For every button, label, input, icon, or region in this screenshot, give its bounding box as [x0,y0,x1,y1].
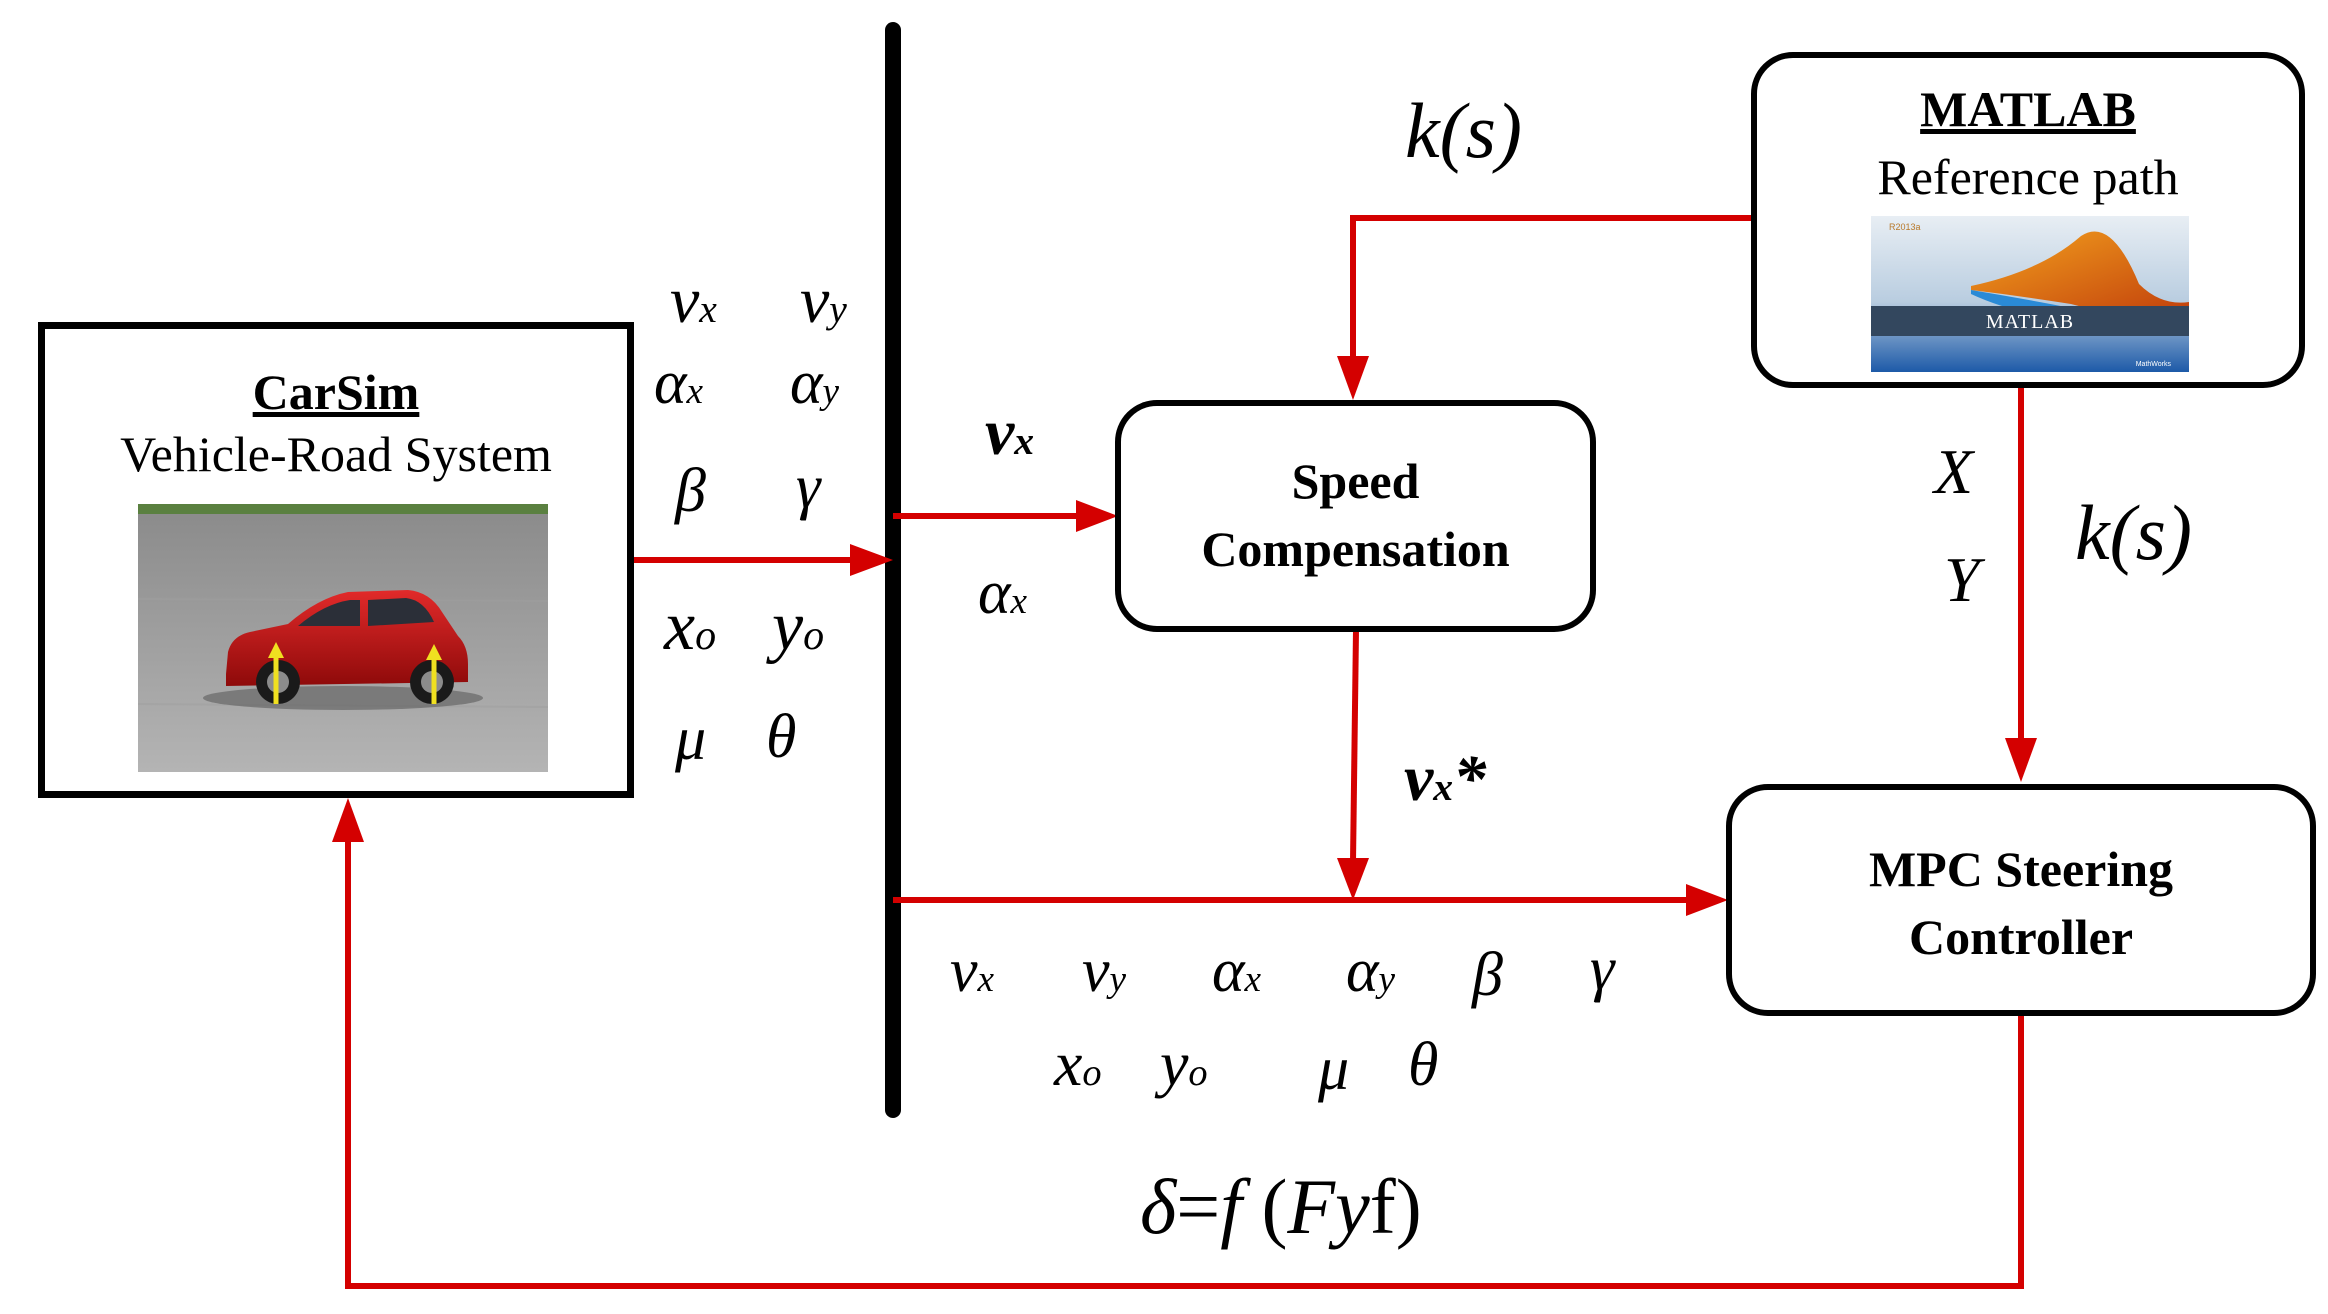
label-mpc-mu: μ [1318,1035,1350,1103]
arrowhead-bus-to-speed [1076,500,1118,532]
label-mpc-gamma: γ [1590,935,1615,1003]
label-mpc-ax: αx [1212,937,1262,1005]
carsim-car-image [138,504,548,772]
label-mpc-ay: αy [1346,937,1396,1005]
matlab-logo-text: MATLAB [1986,311,2074,333]
matlab-box: MATLAB Reference path MATLAB R2013a Math [1751,52,2305,388]
label-mpc-theta: θ [1408,1031,1439,1099]
carsim-box: CarSim Vehicle-Road System [38,322,634,798]
arrowhead-matlab-to-mpc [2005,738,2037,782]
label-mpc-xo: xo [1054,1028,1102,1099]
mpc-line2: Controller [1908,909,2134,965]
carsim-subtitle: Vehicle-Road System [120,426,552,482]
matlab-logo-image: MATLAB R2013a MathWorks [1871,216,2189,372]
matlab-title: MATLAB [1920,81,2136,137]
label-vy-1: vy [800,264,847,337]
label-mpc-vy: vy [1082,937,1127,1005]
arrowhead-matlab-to-speed [1337,356,1369,400]
label-vx-star: vx* [1404,742,1487,815]
label-ax-speed: αx [978,559,1028,627]
label-X: X [1934,436,1974,507]
arrow-speed-to-mpc-line [1350,629,1359,863]
label-ax-1: αx [654,349,704,417]
label-beta-1: β [675,457,706,525]
mpc-steering-box: MPC Steering Controller [1726,784,2316,1016]
label-mpc-beta: β [1472,941,1503,1009]
speed-comp-line1: Speed [1291,453,1420,509]
label-mpc-yo: yo [1160,1028,1208,1099]
label-yo-1: yo [772,588,825,665]
arrowhead-feedback [332,798,364,842]
arrow-matlab-to-speed [1350,215,1753,362]
matlab-logo-vendor: MathWorks [2136,361,2172,368]
label-vx-1: vx [670,264,717,337]
label-steering-equation: δ=f (Fyf) [1140,1163,1422,1250]
arrow-mpc-feedback [345,838,2024,1289]
label-Y: Y [1944,544,1980,615]
label-theta-1: θ [766,703,797,771]
label-gamma-1: γ [796,453,821,521]
mpc-line1: MPC Steering [1868,841,2174,897]
matlab-logo-version: R2013a [1889,222,1921,232]
speed-comp-line2: Compensation [1201,521,1510,577]
arrowhead-speed-down [1337,858,1369,900]
label-ay-1: αy [790,349,840,417]
label-vx-speed: vx [985,396,1035,469]
label-mu-1: μ [675,705,707,773]
label-mpc-vx: vx [950,937,995,1005]
label-ks-top: k(s) [1405,87,1522,174]
label-ks-right: k(s) [2075,489,2192,576]
carsim-title: CarSim [252,364,420,420]
arrowhead-bus-to-mpc [1686,884,1728,916]
label-xo-1: xo [664,588,717,665]
arrowhead-carsim-to-bus [850,544,893,576]
matlab-subtitle: Reference path [1877,149,2179,205]
speed-compensation-box: Speed Compensation [1115,400,1596,632]
